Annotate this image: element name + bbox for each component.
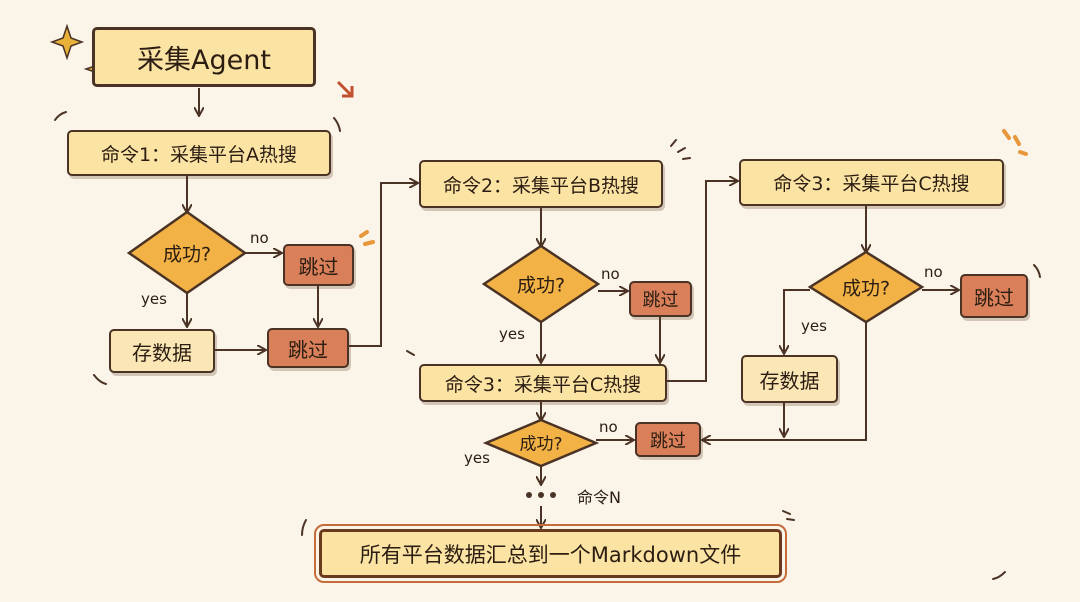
title-box: 采集Agent: [92, 27, 316, 87]
title-text: 采集Agent: [137, 38, 271, 77]
decision-diamond-3: [810, 252, 922, 322]
command-1-label: 命令1：采集平台A热搜: [101, 140, 297, 167]
no-label-4: no: [599, 418, 618, 436]
decision-diamond-2: [484, 246, 598, 322]
save-data-box-2: 存数据: [741, 355, 838, 403]
skip-label-1: 跳过: [299, 251, 339, 280]
yes-label-2: yes: [499, 325, 525, 343]
command-2-label: 命令2：采集平台B热搜: [443, 171, 639, 198]
skip-box-3: 跳过: [629, 281, 692, 317]
command-2-box: 命令2：采集平台B热搜: [419, 160, 663, 208]
final-summary-box: 所有平台数据汇总到一个Markdown文件: [319, 529, 782, 578]
ellipsis-dots-icon: [526, 492, 556, 498]
save-data-label-2: 存数据: [760, 365, 820, 394]
arrow-skip2-cmd2: [349, 183, 417, 346]
skip-label-2: 跳过: [288, 334, 328, 363]
arrow-doodle-icon: [338, 82, 352, 96]
save-data-box-1: 存数据: [109, 329, 215, 373]
decision-diamond-4: [486, 420, 596, 466]
no-label-2: no: [601, 265, 620, 283]
command-n-label: 命令N: [577, 484, 621, 508]
skip-label-3: 跳过: [643, 286, 679, 312]
no-label-1: no: [250, 229, 269, 247]
final-summary-label: 所有平台数据汇总到一个Markdown文件: [360, 539, 741, 569]
yes-label-1: yes: [141, 290, 167, 308]
decision-diamond-1: [129, 212, 245, 293]
command-3-right-box: 命令3：采集平台C热搜: [739, 159, 1004, 206]
yes-label-4: yes: [464, 449, 490, 467]
yes-label-3: yes: [801, 317, 827, 335]
skip-box-2: 跳过: [267, 328, 349, 368]
command-3-right-label: 命令3：采集平台C热搜: [773, 169, 969, 196]
command-3-mid-label: 命令3：采集平台C热搜: [445, 370, 641, 397]
command-3-mid-box: 命令3：采集平台C热搜: [419, 364, 667, 402]
skip-box-5: 跳过: [635, 422, 701, 457]
skip-box-4: 跳过: [960, 274, 1028, 318]
command-1-box: 命令1：采集平台A热搜: [67, 130, 331, 176]
save-data-label-1: 存数据: [132, 337, 192, 366]
skip-label-5: 跳过: [650, 427, 686, 453]
no-label-3: no: [924, 263, 943, 281]
skip-label-4: 跳过: [974, 282, 1014, 311]
skip-box-1: 跳过: [283, 244, 354, 286]
